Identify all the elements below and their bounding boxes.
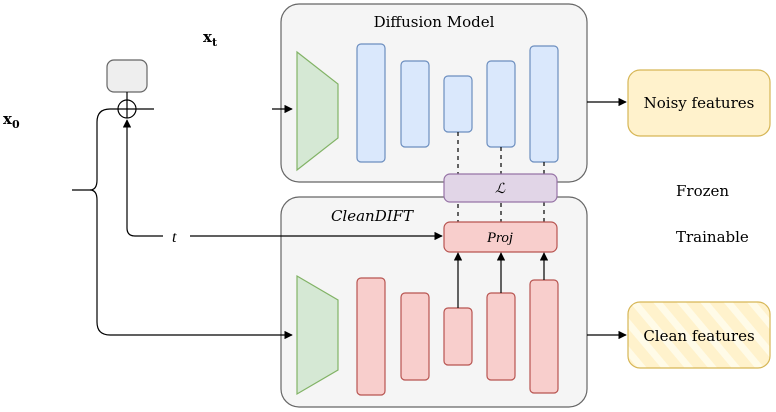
timestep-label: t (172, 229, 177, 246)
trainable-block-5 (529, 279, 559, 394)
legend-frozen: Frozen (676, 182, 729, 200)
noisy-features-box (627, 69, 771, 137)
input-brace-lower (89, 189, 293, 340)
legend-trainable: Trainable (676, 228, 749, 246)
trainable-block-1 (356, 277, 386, 396)
frozen-block-2 (400, 60, 430, 148)
cleandift-encoder-trapezoid (296, 274, 339, 396)
loss-label: ℒ (495, 182, 506, 197)
input-brace (72, 108, 118, 191)
x-0-label: x0 (3, 110, 20, 131)
clean-features-label: Clean features (643, 327, 754, 345)
trainable-block-2 (400, 292, 430, 381)
diffusion-model-title: Diffusion Model (374, 13, 495, 31)
frozen-block-5 (529, 45, 559, 163)
x-t-label: xt (203, 28, 218, 49)
frozen-block-4 (486, 60, 516, 148)
x-0-symbol: x (3, 110, 13, 128)
noise-source-box (106, 59, 148, 93)
frozen-block-1 (356, 43, 386, 163)
timestep-to-sum-arrow (122, 119, 163, 237)
x-t-subscript: t (212, 36, 218, 49)
frozen-block-3 (443, 75, 473, 133)
proj-box (443, 221, 558, 253)
loss-box (443, 173, 558, 203)
clean-features-box (627, 301, 771, 369)
trainable-block-3 (443, 307, 473, 366)
x-0-subscript: 0 (12, 118, 20, 131)
proj-label: Proj (486, 230, 513, 246)
cleandift-title: CleanDIFT (331, 207, 414, 225)
x-t-symbol: x (203, 28, 213, 46)
trainable-block-4 (486, 292, 516, 381)
diffusion-encoder-trapezoid (296, 50, 339, 172)
noisy-features-label: Noisy features (644, 94, 755, 112)
